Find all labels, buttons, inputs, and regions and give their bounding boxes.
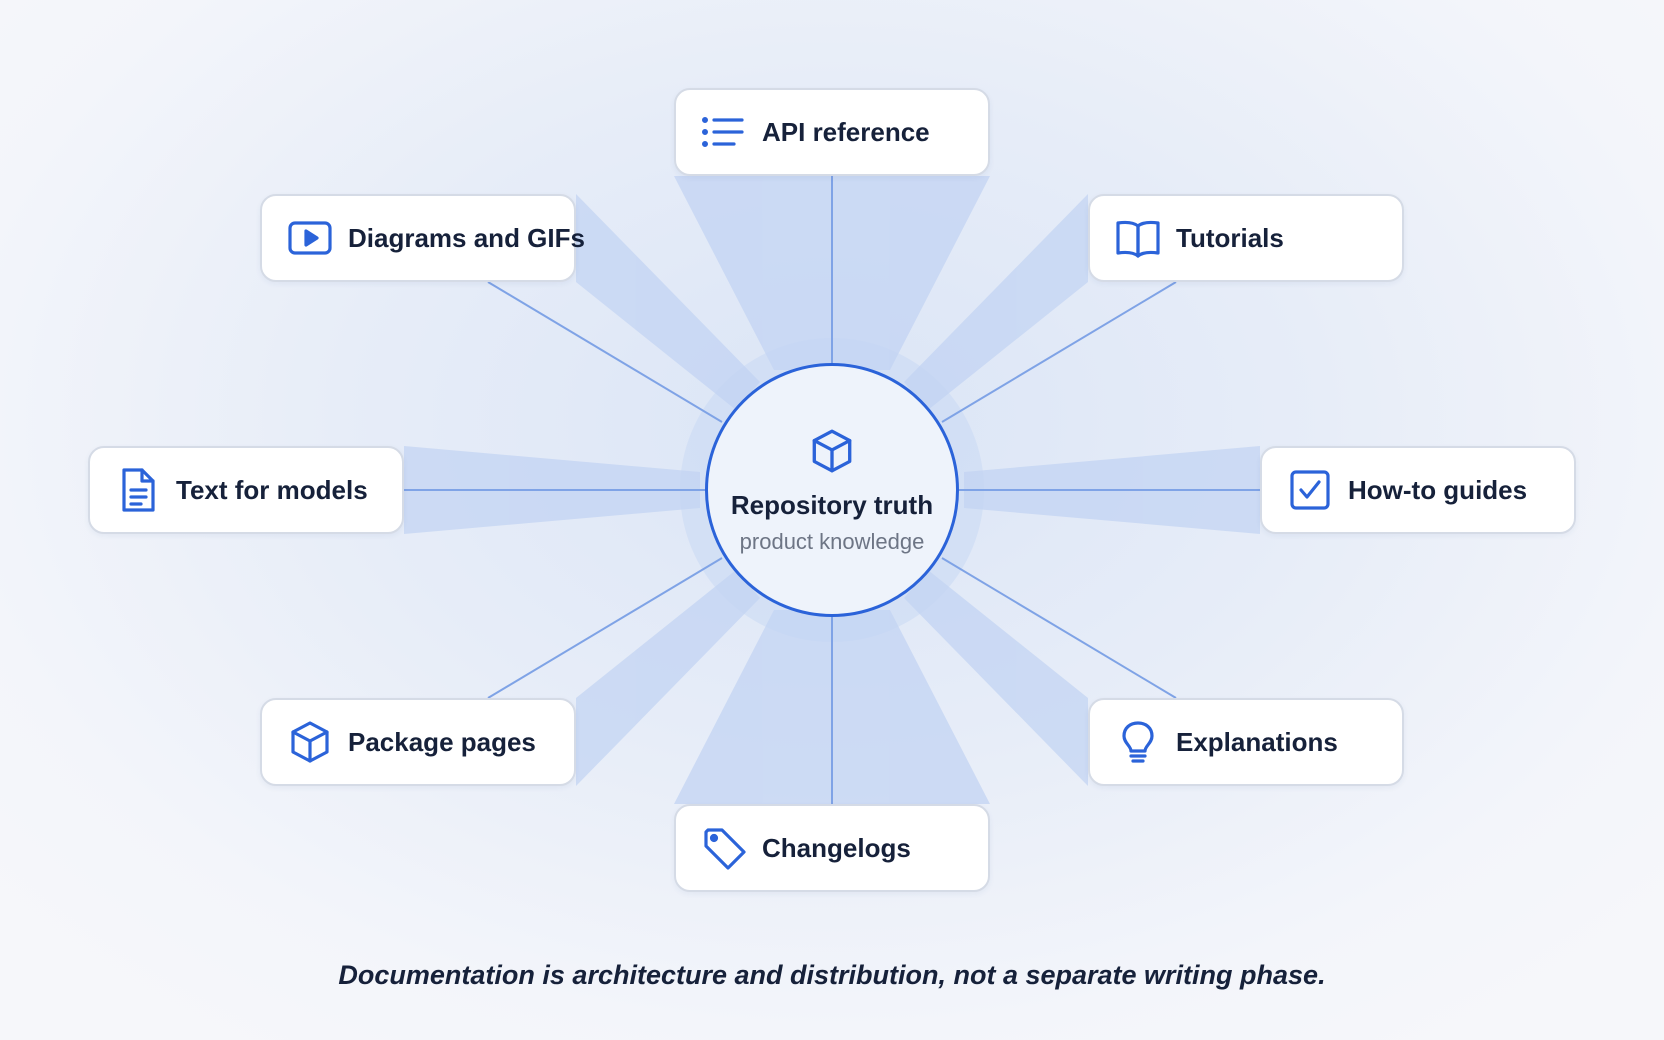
node-tutorials[interactable]: Tutorials (1088, 194, 1404, 282)
center-subtitle: product knowledge (739, 528, 925, 554)
checkbox-icon (1286, 466, 1334, 514)
connector-package-pages (487, 557, 723, 699)
node-changelogs[interactable]: Changelogs (674, 804, 990, 892)
tag-icon (700, 824, 748, 872)
node-label: Changelogs (762, 832, 911, 863)
node-api-reference[interactable]: API reference (674, 88, 990, 176)
lightbulb-icon (1114, 718, 1162, 766)
book-icon (1114, 214, 1162, 262)
node-label: Tutorials (1176, 222, 1284, 253)
node-label: API reference (762, 116, 930, 147)
package-icon (286, 718, 334, 766)
node-how-to-guides[interactable]: How-to guides (1260, 446, 1576, 534)
connector-lines (404, 176, 1260, 804)
node-label: Text for models (176, 474, 368, 505)
node-diagrams-and-gifs[interactable]: Diagrams and GIFs (260, 194, 585, 282)
node-label: Explanations (1176, 726, 1338, 757)
beam-tutorials (904, 194, 1088, 410)
beam-diagrams-and-gifs (576, 194, 760, 410)
node-explanations[interactable]: Explanations (1088, 698, 1404, 786)
document-icon (114, 466, 162, 514)
list-icon (700, 108, 748, 156)
connector-explanations (941, 557, 1177, 699)
node-label: Diagrams and GIFs (348, 222, 585, 253)
connector-diagrams-and-gifs (487, 281, 723, 423)
center-node[interactable]: Repository truth product knowledge (705, 363, 959, 617)
connector-tutorials (941, 281, 1177, 423)
center-title: Repository truth (730, 489, 934, 520)
play-icon (286, 214, 334, 262)
node-label: How-to guides (1348, 474, 1528, 505)
cube-icon (807, 426, 857, 476)
beam-explanations (904, 570, 1088, 786)
beam-package-pages (576, 570, 760, 786)
node-package-pages[interactable]: Package pages (260, 698, 576, 786)
node-text-for-models[interactable]: Text for models (88, 446, 404, 534)
node-label: Package pages (348, 726, 536, 757)
caption: Documentation is architecture and distri… (338, 960, 1326, 990)
